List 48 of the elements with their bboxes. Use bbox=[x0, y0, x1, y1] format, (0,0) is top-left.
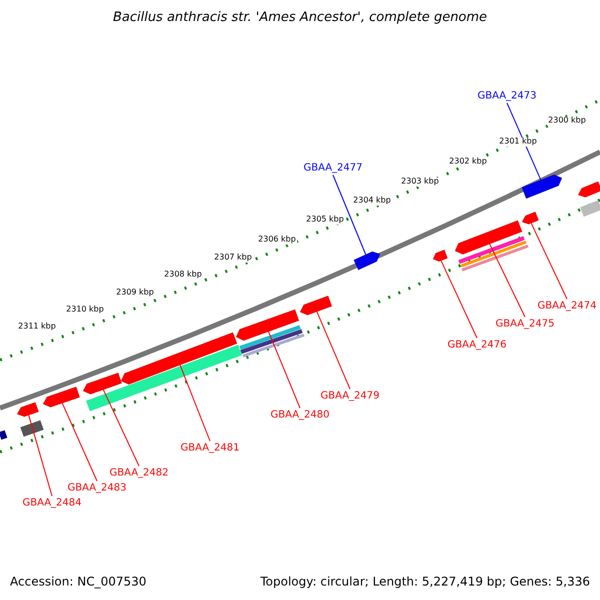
gene-feature bbox=[236, 309, 300, 341]
scale-tick-label: 2304 kbp bbox=[352, 196, 392, 206]
gene-feature bbox=[42, 386, 80, 408]
gene-feature bbox=[120, 332, 238, 385]
scale-tick-label: 2310 kbp bbox=[65, 306, 105, 314]
leader-line bbox=[316, 311, 350, 390]
leader-line bbox=[506, 102, 542, 180]
scale-tick-label: 2305 kbp bbox=[305, 216, 345, 224]
gene-label: GBAA_2476 bbox=[447, 340, 507, 350]
scale-tick-label: 2308 kbp bbox=[163, 270, 203, 280]
gene-label: GBAA_2484 bbox=[22, 498, 82, 508]
leader-line bbox=[180, 364, 210, 442]
leader-line bbox=[332, 174, 366, 255]
title: Bacillus anthracis str. 'Ames Ancestor', complete genome bbox=[112, 10, 488, 26]
gene-label: GBAA_2473 bbox=[477, 90, 537, 102]
gene-label: GBAA_2475 bbox=[495, 318, 555, 330]
gene-feature bbox=[454, 220, 522, 255]
scale-tick-label: 2307 kbp bbox=[213, 254, 253, 262]
gene-feature bbox=[300, 296, 332, 316]
gene-label: GBAA_2481 bbox=[180, 442, 240, 454]
scale-tick-label: 2302 kbp bbox=[448, 158, 488, 166]
gene-feature bbox=[82, 372, 122, 394]
scale-tick-label: 2311 kbp bbox=[17, 322, 57, 332]
leader-line bbox=[28, 414, 52, 496]
scale-tick-label: 2301 kbp bbox=[498, 138, 538, 146]
scale-tick-label: 2300 kbp bbox=[547, 116, 587, 126]
footer-text: Topology: circular; Length: 5,227,419 bp; Genes: 5,336 bbox=[260, 575, 590, 589]
gene-label: GBAA_2483 bbox=[67, 482, 127, 494]
gene-feature bbox=[522, 212, 539, 224]
gene-feature bbox=[16, 402, 39, 417]
scale-tick-label: 2306 kbp bbox=[257, 236, 297, 244]
gene-feature bbox=[353, 251, 380, 270]
leader-line bbox=[530, 222, 568, 300]
leader-line bbox=[268, 331, 300, 408]
leader-line bbox=[489, 244, 526, 318]
gene-label: GBAA_2480 bbox=[270, 410, 330, 420]
gene-feature bbox=[522, 174, 562, 199]
scale-tick-label: 2309 kbp bbox=[115, 288, 155, 298]
gene-label: GBAA_2477 bbox=[303, 162, 363, 174]
footer-text: Accession: NC_007530 bbox=[10, 575, 146, 589]
leader-line bbox=[102, 389, 140, 466]
leader-line bbox=[440, 260, 478, 338]
gene-feature bbox=[432, 250, 448, 262]
gene-label: GBAA_2474 bbox=[537, 300, 597, 312]
scale-tick-label: 2303 kbp bbox=[400, 178, 440, 186]
gene-label: GBAA_2479 bbox=[320, 390, 380, 402]
gene-label: GBAA_2482 bbox=[109, 468, 169, 478]
leader-line bbox=[62, 402, 98, 482]
